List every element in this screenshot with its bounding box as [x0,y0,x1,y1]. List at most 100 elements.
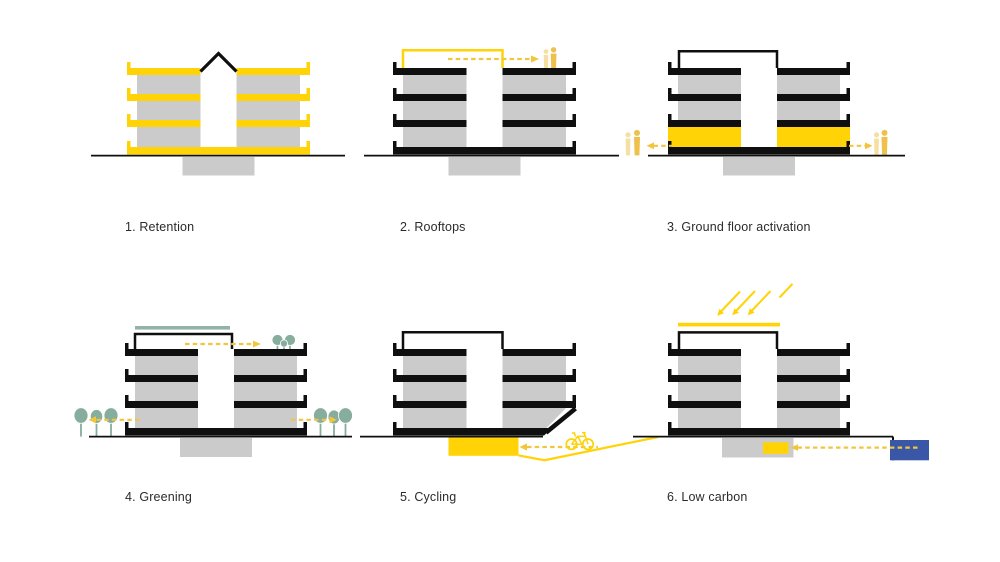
tree-trunk [283,346,285,349]
tree-trunk [333,423,335,437]
bicycle-icon [565,431,595,451]
tree-canopy [279,339,288,348]
panel-label-retention: 1. Retention [125,220,195,234]
person-head [881,129,888,136]
building-mass-right [234,356,297,428]
basement [448,157,521,176]
sun-ray [778,283,794,299]
retention-slab [236,88,310,101]
floor-slab [502,343,576,356]
retention-ground-slab [127,141,310,155]
building-mass-right [236,75,300,147]
flow-arrowhead [646,142,654,150]
floor-slab [777,343,850,356]
bicycle-wheel [581,438,595,451]
low-carbon-diagram [633,283,929,461]
retention-slab [127,114,201,127]
building-mass-right [502,75,566,147]
rooftop-people-icon [543,47,557,68]
rooftop-volume-outline [677,50,779,68]
sun-ray [720,290,741,313]
street-people-icon-left [625,129,640,156]
green-roof-bar [135,326,230,330]
panel-label-greening: 4. Greening [125,490,192,504]
building-mass-left [403,356,467,428]
energy-source-box [890,440,929,461]
floor-slab [393,343,467,356]
tree-canopy [313,407,328,424]
pitched-roof-icon [199,51,238,73]
sun-rays-icon [717,283,794,316]
basement [182,157,255,176]
rooftop-tree-icons [271,334,296,349]
ground-floor-activation-diagram [625,50,905,176]
person-body [874,138,879,156]
sun-ray-arrowhead [717,308,724,316]
floor-slab [777,114,850,127]
ramp-edge [544,406,577,435]
flow-arrowhead [865,142,873,150]
tree-canopy [103,407,119,424]
street-people-icon-right [873,129,888,156]
flow-arrowhead [519,443,527,451]
person-body [881,136,888,156]
floor-slab [668,343,741,356]
floor-slab [777,88,850,101]
floor-slab [393,62,467,75]
tree-trunk [80,422,82,437]
retention-slab [127,62,201,75]
basement [180,438,252,457]
solar-panel-bar [678,322,780,327]
floor-slab [393,114,467,127]
building-mass-left [403,75,467,147]
active-ground-floor-band [668,127,741,147]
flow-arrowhead [88,416,96,424]
ground-slab [393,141,576,155]
tree-canopy [73,407,89,424]
building-mass-left [135,356,198,428]
floor-slab [502,62,576,75]
street-tree-icons-right [313,407,353,437]
floor-slab [777,62,850,75]
retention-slab [127,88,201,101]
retention-slab [236,62,310,75]
basement [723,157,795,176]
floor-slab [125,343,198,356]
person-body [634,136,640,156]
tree-trunk [344,422,347,437]
person-body [625,138,631,156]
floor-slab [502,114,576,127]
floor-slab [125,395,198,408]
tree-trunk [289,344,291,349]
person-head [550,47,557,53]
building-mass-left [137,75,201,147]
heat-storage-unit [763,442,789,454]
building-mass-right [502,356,566,428]
panel-label-ground-floor-activation: 3. Ground floor activation [667,220,811,234]
floor-slab [668,62,741,75]
floor-slab [234,343,307,356]
sun-ray-arrowhead [747,308,755,316]
bike-parking [448,437,519,456]
panel-label-rooftops: 2. Rooftops [400,220,466,234]
person-body [543,55,549,68]
floor-slab [668,114,741,127]
panel-label-cycling: 5. Cycling [400,490,457,504]
floor-slab [125,369,198,382]
rooftop-volume-outline [401,331,504,349]
bike-ramp [518,435,659,462]
cycling-diagram [360,331,659,462]
tree-trunk [95,423,98,437]
person-head [543,49,549,54]
bicycle-frame [570,431,589,445]
floor-slab [234,369,307,382]
floor-slab [777,395,850,408]
floor-slab [777,369,850,382]
building-mass-right [777,356,840,428]
ground-slab [393,422,553,436]
tree-trunk [110,422,112,437]
person-head [625,132,631,138]
tree-canopy [338,407,353,424]
